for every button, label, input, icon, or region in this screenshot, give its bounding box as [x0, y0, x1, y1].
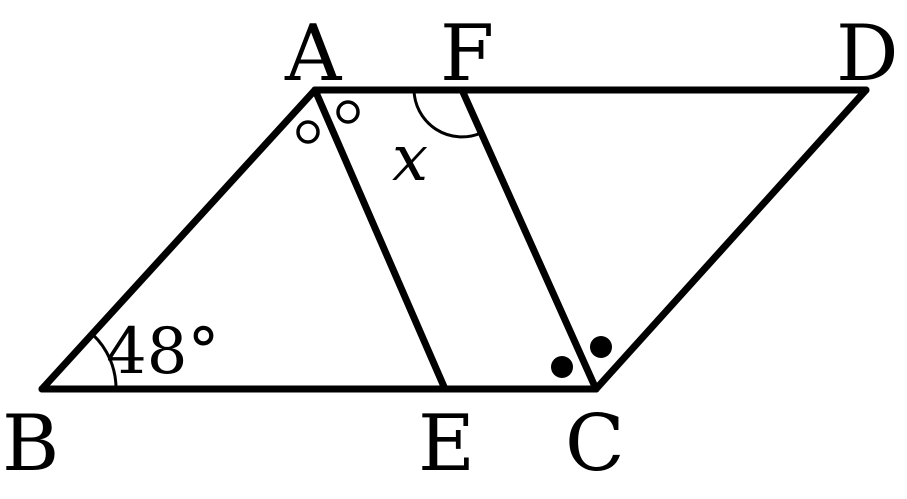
vertex-label-A: A [284, 9, 343, 99]
segment-AE [311, 86, 449, 393]
vertex-label-D: D [836, 9, 899, 99]
angle-mark-C-right [590, 336, 612, 358]
angle-mark-A-right [336, 100, 360, 124]
vertex-label-B: B [2, 399, 59, 489]
vertex-label-E: E [418, 399, 475, 489]
angle-B-arc [91, 333, 118, 390]
angle-label-B: 48° [106, 315, 219, 389]
side-DC [592, 86, 870, 393]
side-AB [38, 86, 319, 393]
vertex-label-C: C [565, 399, 625, 489]
angle-x-arc [412, 89, 482, 139]
angle-label-x: x [392, 122, 428, 196]
angle-mark-C-left [551, 356, 573, 378]
angle-mark-A-left [296, 120, 320, 144]
vertex-label-F: F [440, 9, 494, 99]
segment-FC [458, 86, 600, 393]
